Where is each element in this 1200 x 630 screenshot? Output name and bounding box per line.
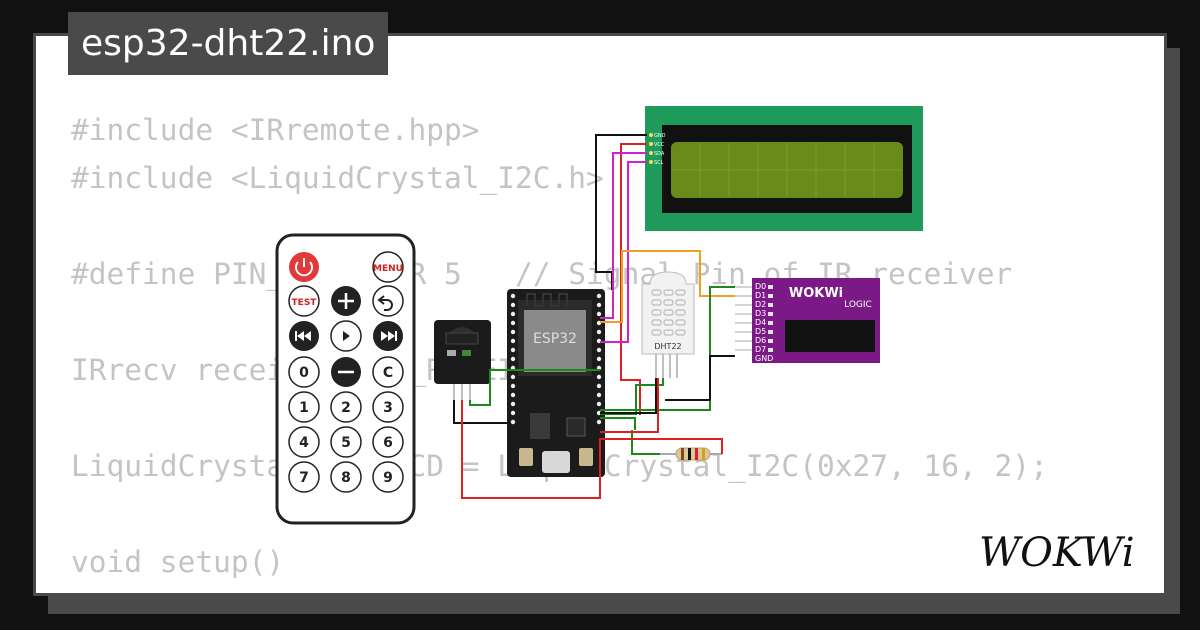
key-label: 1 [299, 400, 309, 416]
key-5[interactable]: 5 [330, 426, 362, 458]
wire-resistor[interactable] [631, 430, 660, 455]
logic-pin: D2 [755, 300, 766, 309]
menu-label: MENU [373, 264, 403, 274]
code-line: #include <LiquidCrystal_I2C.h> [71, 161, 604, 195]
minus-button[interactable] [331, 357, 361, 387]
plus-button[interactable] [331, 286, 361, 316]
key-label: 9 [383, 470, 393, 486]
resistor[interactable] [660, 447, 722, 461]
wire-ir-gnd[interactable] [453, 400, 510, 424]
lcd-display[interactable]: GND VCC SDA SCL [645, 106, 923, 231]
esp32-board[interactable]: ESP32 [507, 289, 605, 477]
key-7[interactable]: 7 [288, 461, 320, 493]
power-button[interactable] [289, 252, 319, 282]
wokwi-logo-text: WOKWi [979, 530, 1135, 576]
key-8[interactable]: 8 [330, 461, 362, 493]
key-2[interactable]: 2 [330, 391, 362, 423]
test-label: TEST [292, 298, 318, 308]
dht22-label: DHT22 [654, 342, 681, 351]
logic-pin: D7 [755, 345, 766, 354]
logic-brand: WOKWi [789, 286, 843, 301]
wire-ir-signal[interactable] [469, 369, 600, 406]
wokwi-logo: WOKWi [979, 530, 1135, 576]
ir-remote[interactable]: MENU TEST 0 [275, 233, 416, 525]
wire-dht-gnd[interactable] [600, 378, 657, 414]
logic-pin: GND [755, 354, 773, 363]
logic-analyzer[interactable]: WOKWi LOGIC D0 D1 D2 D3 D4 D5 D6 D7 GND [735, 278, 880, 363]
dht22-sensor[interactable]: DHT22 [641, 271, 695, 378]
logic-label: LOGIC [844, 300, 872, 310]
menu-button[interactable]: MENU [372, 251, 404, 283]
project-title[interactable]: esp32-dht22.ino [68, 12, 389, 75]
key-label: 4 [299, 435, 309, 451]
key-9[interactable]: 9 [372, 461, 404, 493]
key-label: 6 [383, 435, 393, 451]
wire-dht-vcc[interactable] [600, 378, 664, 415]
key-0[interactable]: 0 [288, 356, 320, 388]
play-button[interactable] [330, 320, 362, 352]
wire-logic-gnd[interactable] [665, 355, 735, 401]
wire-ir-vcc[interactable] [461, 400, 723, 499]
logic-pin: D1 [755, 291, 766, 300]
ir-receiver[interactable] [434, 320, 491, 400]
logic-pin: D3 [755, 309, 766, 318]
wire-dht-signal[interactable] [600, 250, 735, 323]
code-line: void setup() [71, 545, 285, 579]
key-label: 7 [299, 470, 309, 486]
wire-green[interactable] [600, 417, 636, 430]
back-button[interactable] [372, 285, 404, 317]
key-4[interactable]: 4 [288, 426, 320, 458]
key-1[interactable]: 1 [288, 391, 320, 423]
wire-red[interactable] [600, 378, 659, 433]
key-label: 5 [341, 435, 351, 451]
key-3[interactable]: 3 [372, 391, 404, 423]
logic-pin: D6 [755, 336, 766, 345]
test-button[interactable]: TEST [288, 285, 320, 317]
logic-pin: D5 [755, 327, 766, 336]
lcd-pin-gnd: GND [654, 133, 666, 139]
key-label: 0 [299, 365, 309, 381]
wire-lcd-sda[interactable] [600, 152, 647, 319]
code-line: #include <IRremote.hpp> [71, 113, 480, 147]
esp32-label: ESP32 [533, 331, 577, 347]
key-label: 8 [341, 470, 351, 486]
logic-pin: D4 [755, 318, 766, 327]
wire-lcd-vcc[interactable] [620, 143, 647, 415]
key-c[interactable]: C [372, 356, 404, 388]
key-label: 2 [341, 400, 351, 416]
lcd-pin-vcc: VCC [654, 142, 665, 148]
key-6[interactable]: 6 [372, 426, 404, 458]
lcd-pin-scl: SCL [654, 160, 664, 166]
rewind-button[interactable] [289, 321, 319, 351]
logic-pin: D0 [755, 282, 766, 291]
key-label: C [383, 365, 393, 381]
forward-button[interactable] [373, 321, 403, 351]
lcd-pin-sda: SDA [654, 151, 665, 157]
key-label: 3 [383, 400, 393, 416]
